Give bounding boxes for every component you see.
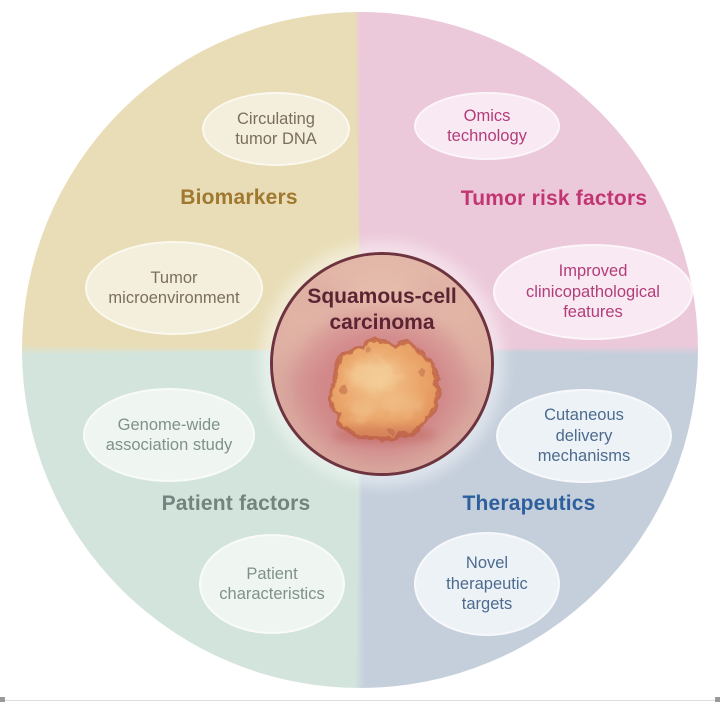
oval-genome-wide-association-study: Genome-wide association study [83,388,255,482]
quadrant-label-tumor-risk-factors: Tumor risk factors [460,187,648,210]
center-title: Squamous-cell carcinoma [273,284,491,336]
oval-label: Novel therapeutic targets [446,554,528,614]
oval-label: Cutaneous delivery mechanisms [537,406,631,466]
quadrant-label-biomarkers: Biomarkers [180,186,298,209]
figure-bottom-rule [0,700,720,701]
quadrant-circle: Biomarkers Tumor risk factors Patient fa… [22,12,698,688]
oval-label: Genome-wide association study [105,415,233,455]
squamous-cell-carcinoma-photo: Squamous-cell carcinoma [270,252,494,476]
oval-label: Improved clinicopathological features [526,262,660,322]
oval-improved-clinicopathological-features: Improved clinicopathological features [493,244,693,340]
oval-cutaneous-delivery-mechanisms: Cutaneous delivery mechanisms [496,389,672,483]
center-title-line2: carcinoma [329,311,435,334]
rule-end-tick-right [715,697,720,702]
oval-label: Circulating tumor DNA [235,109,317,149]
oval-novel-therapeutic-targets: Novel therapeutic targets [414,532,560,636]
oval-omics-technology: Omics technology [414,92,560,160]
oval-label: Patient characteristics [219,564,325,604]
oval-label: Omics technology [447,106,527,146]
oval-tumor-microenvironment: Tumor microenvironment [85,241,263,335]
oval-circulating-tumor-dna: Circulating tumor DNA [202,92,350,166]
carcinoma-lesion-illustration [273,255,491,473]
quadrant-label-patient-factors: Patient factors [161,492,311,515]
oval-patient-characteristics: Patient characteristics [199,534,345,634]
oval-label: Tumor microenvironment [108,268,240,308]
center-title-line1: Squamous-cell [307,285,457,308]
quadrant-label-therapeutics: Therapeutics [462,492,596,515]
rule-end-tick-left [0,697,5,702]
